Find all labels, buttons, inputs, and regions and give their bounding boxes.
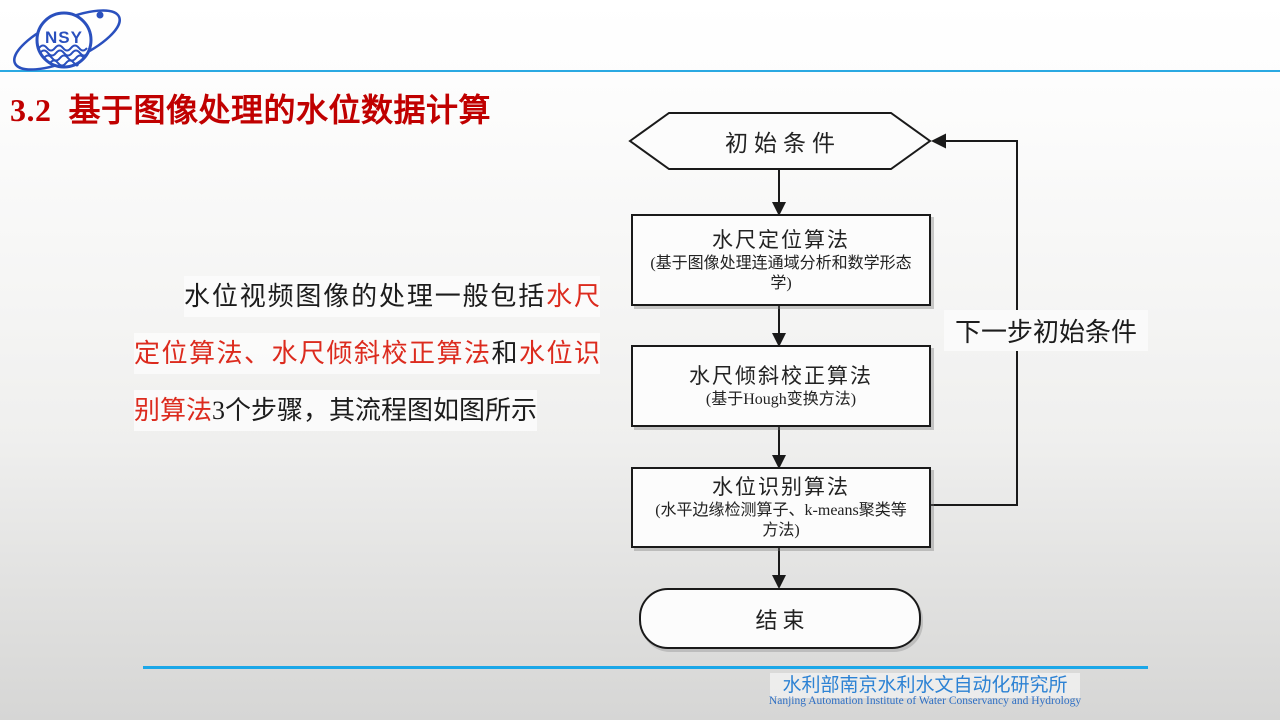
header-divider [0,70,1280,72]
flowchart-start-node: 初始条件 [725,131,841,156]
footer-org-name-cn: 水利部南京水利水文自动化研究所 [675,670,1175,698]
footer-org-name-cn-text: 水利部南京水利水文自动化研究所 [770,673,1080,698]
footer-divider [143,666,1148,669]
logo-waves-icon [38,44,89,67]
step-subtitle: (水平边缘检测算子、k-means聚类等 [655,502,907,519]
nsy-logo-icon: NSY [13,9,121,71]
paragraph-segment: 水位视频图像的处理一般包括 [184,276,547,317]
flowchart-loop-label: 下一步初始条件 [944,310,1148,351]
logo-text: NSY [45,28,83,47]
flowchart-step-level-recognition: 水位识别算法 (水平边缘检测算子、k-means聚类等 方法) [631,467,931,548]
flowchart-end-node: 结束 [639,588,921,649]
step-title: 水尺定位算法 [712,227,850,252]
footer-org-name-en: Nanjing Automation Institute of Water Co… [768,695,1082,707]
flowchart-step-gauge-location: 水尺定位算法 (基于图像处理连通域分析和数学形态 学) [631,214,931,306]
paragraph-segment: 3个步骤，其流程图如图所示 [212,390,538,431]
step-subtitle: (基于图像处理连通域分析和数学形态 [650,254,912,272]
logo-satellite-dot [96,11,104,19]
paragraph-segment: 和 [491,333,519,374]
page-title: 3.2 基于图像处理的水位数据计算 [10,92,492,128]
step-subtitle: 方法) [762,522,800,539]
step-title: 水尺倾斜校正算法 [689,363,873,388]
step-title: 水位识别算法 [712,475,850,499]
start-hexagon-shape [628,112,932,170]
step-subtitle: 学) [770,274,792,292]
flowchart-step-tilt-correction: 水尺倾斜校正算法 (基于Hough变换方法) [631,345,931,427]
step-subtitle: (基于Hough变换方法) [705,390,857,408]
body-paragraph: 水位视频图像的处理一般包括水尺定位算法、水尺倾斜校正算法和水位识别算法3个步骤，… [134,268,600,439]
down-arrows [772,169,786,589]
